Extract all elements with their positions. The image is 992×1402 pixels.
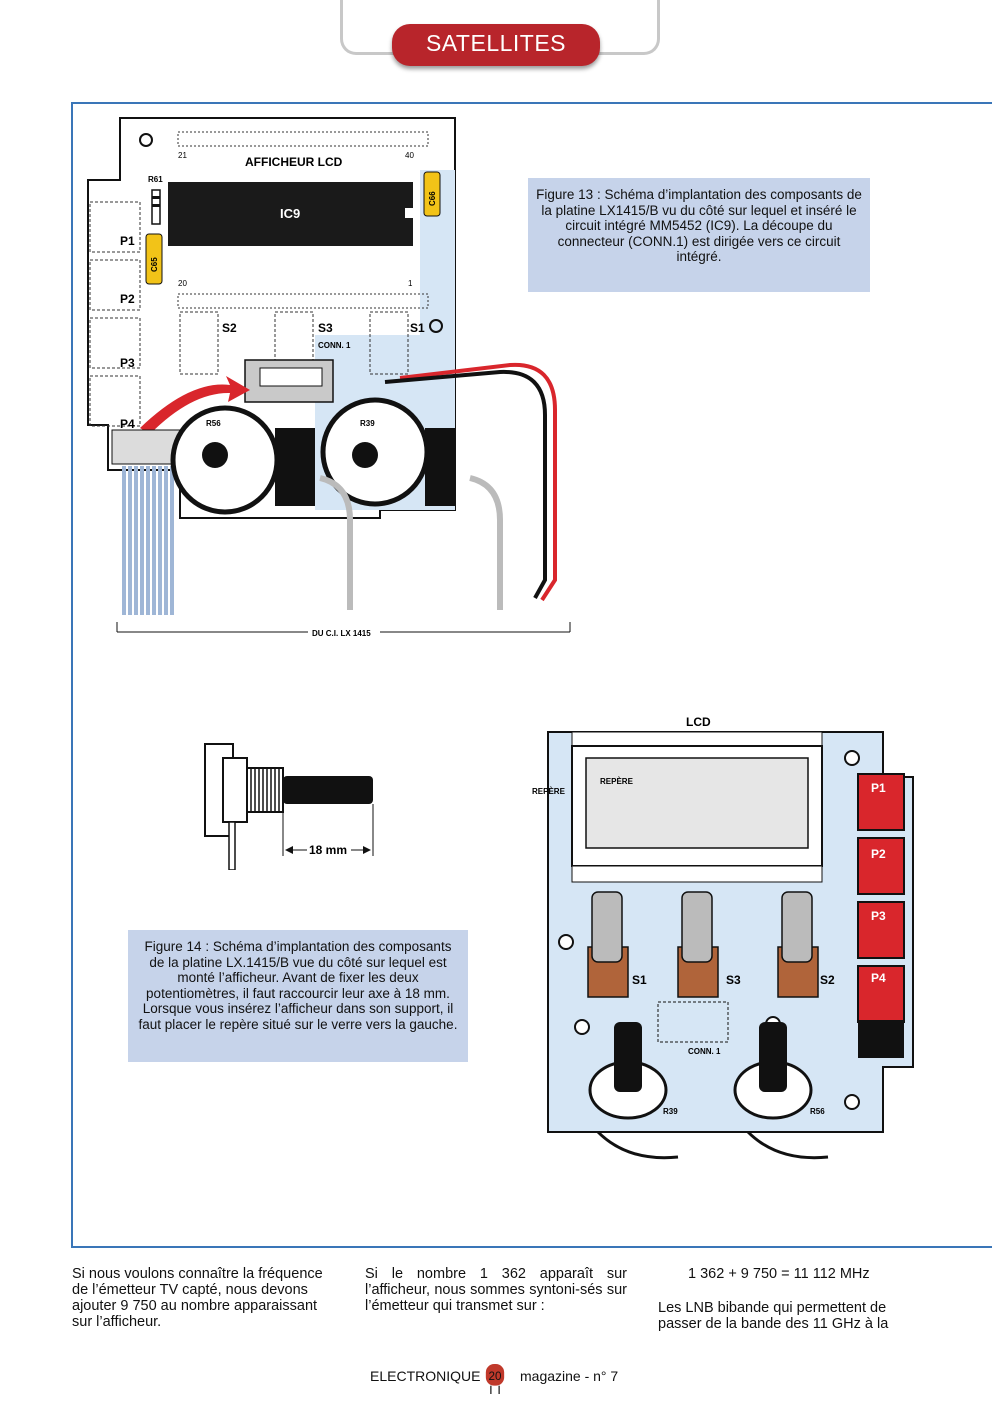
frame-left-rule xyxy=(71,102,73,1246)
fig13-p3: P3 xyxy=(120,356,135,370)
fig13-s1: S1 xyxy=(410,321,425,335)
fig14-s3: S3 xyxy=(726,973,741,987)
page-footer: ELECTRONIQUE 20 magazine - n° 7 xyxy=(0,1364,992,1394)
fig14-p3: P3 xyxy=(871,909,886,923)
frame-bottom-rule xyxy=(71,1246,992,1248)
footer-magazine-right: magazine - n° 7 xyxy=(520,1368,619,1384)
frequency-equation: 1 362 + 9 750 = 11 112 MHz xyxy=(688,1266,870,1282)
ic9-chip xyxy=(168,182,413,246)
shaft-diagram: 18 mm xyxy=(204,743,374,870)
section-title: SATELLITES xyxy=(425,30,567,56)
fig14-p1: P1 xyxy=(871,781,886,795)
p-buttons xyxy=(857,773,905,1058)
body-column-3-text: Les LNB bibande qui permettent de passer… xyxy=(658,1300,889,1332)
footer-magazine-left: ELECTRONIQUE xyxy=(370,1368,481,1384)
fig13-p1: P1 xyxy=(120,234,135,248)
fig14-p2: P2 xyxy=(871,847,886,861)
fig13-r56: R56 xyxy=(206,419,221,428)
fig13-s3: S3 xyxy=(318,321,333,335)
figure14-caption: Figure 14 : Schéma d’implantation des co… xyxy=(128,930,468,1062)
fig13-board-label: DU C.I. LX 1415 xyxy=(312,629,371,638)
figure13-caption: Figure 13 : Schéma d’implantation des co… xyxy=(528,178,870,292)
fig14-r56: R56 xyxy=(810,1107,825,1116)
fig13-r39: R39 xyxy=(360,419,375,428)
fig13-ic-label: IC9 xyxy=(280,206,300,221)
section-banner xyxy=(392,24,600,66)
body-column-1: Si nous voulons connaître la fréquence d… xyxy=(72,1266,323,1330)
fig13-pin21: 21 xyxy=(178,151,187,160)
body-column-2: Si le nombre 1 362 apparaît sur l’affich… xyxy=(365,1266,627,1314)
lcd-glass xyxy=(585,757,809,849)
fig14-repere-inner: REPÈRE xyxy=(600,777,634,786)
fig13-pin40: 40 xyxy=(405,151,414,160)
fig14-p4: P4 xyxy=(871,971,886,985)
fig13-r61: R61 xyxy=(148,175,163,184)
fig14-s2: S2 xyxy=(820,973,835,987)
fig13-s2: S2 xyxy=(222,321,237,335)
shaft-length-label: 18 mm xyxy=(309,843,347,857)
frame-top-rule xyxy=(71,102,992,104)
page-number: 20 xyxy=(489,1370,502,1383)
fig13-p4: P4 xyxy=(120,417,135,431)
fig13-c65: C65 xyxy=(150,257,159,272)
fig14-r39: R39 xyxy=(663,1107,678,1116)
fig13-c66: C66 xyxy=(428,191,437,206)
led-icon: 20 xyxy=(485,1364,505,1394)
fig14-lcd-label: LCD xyxy=(686,715,711,729)
figure14-diagram: LCD REPÈRE REPÈRE P1 P2 P3 P4 S1 S3 S2 C… xyxy=(532,715,914,1160)
fig14-repere-outer: REPÈRE xyxy=(532,787,566,796)
fig14-conn: CONN. 1 xyxy=(688,1047,721,1056)
figure13-diagram: 21 40 AFFICHEUR LCD IC9 R61 C66 C65 20 1… xyxy=(87,117,571,638)
body-column-3: 1 362 + 9 750 = 11 112 MHz Les LNB biban… xyxy=(658,1266,920,1332)
lcd-header-pins-top xyxy=(177,131,429,147)
toggle-switches xyxy=(587,891,819,998)
fig14-s1: S1 xyxy=(632,973,647,987)
fig13-conn: CONN. 1 xyxy=(318,341,351,350)
fig13-p2: P2 xyxy=(120,292,135,306)
fig13-pin20: 20 xyxy=(178,279,187,288)
fig13-pin1: 1 xyxy=(408,279,413,288)
fig13-afficheur-label: AFFICHEUR LCD xyxy=(245,155,343,169)
